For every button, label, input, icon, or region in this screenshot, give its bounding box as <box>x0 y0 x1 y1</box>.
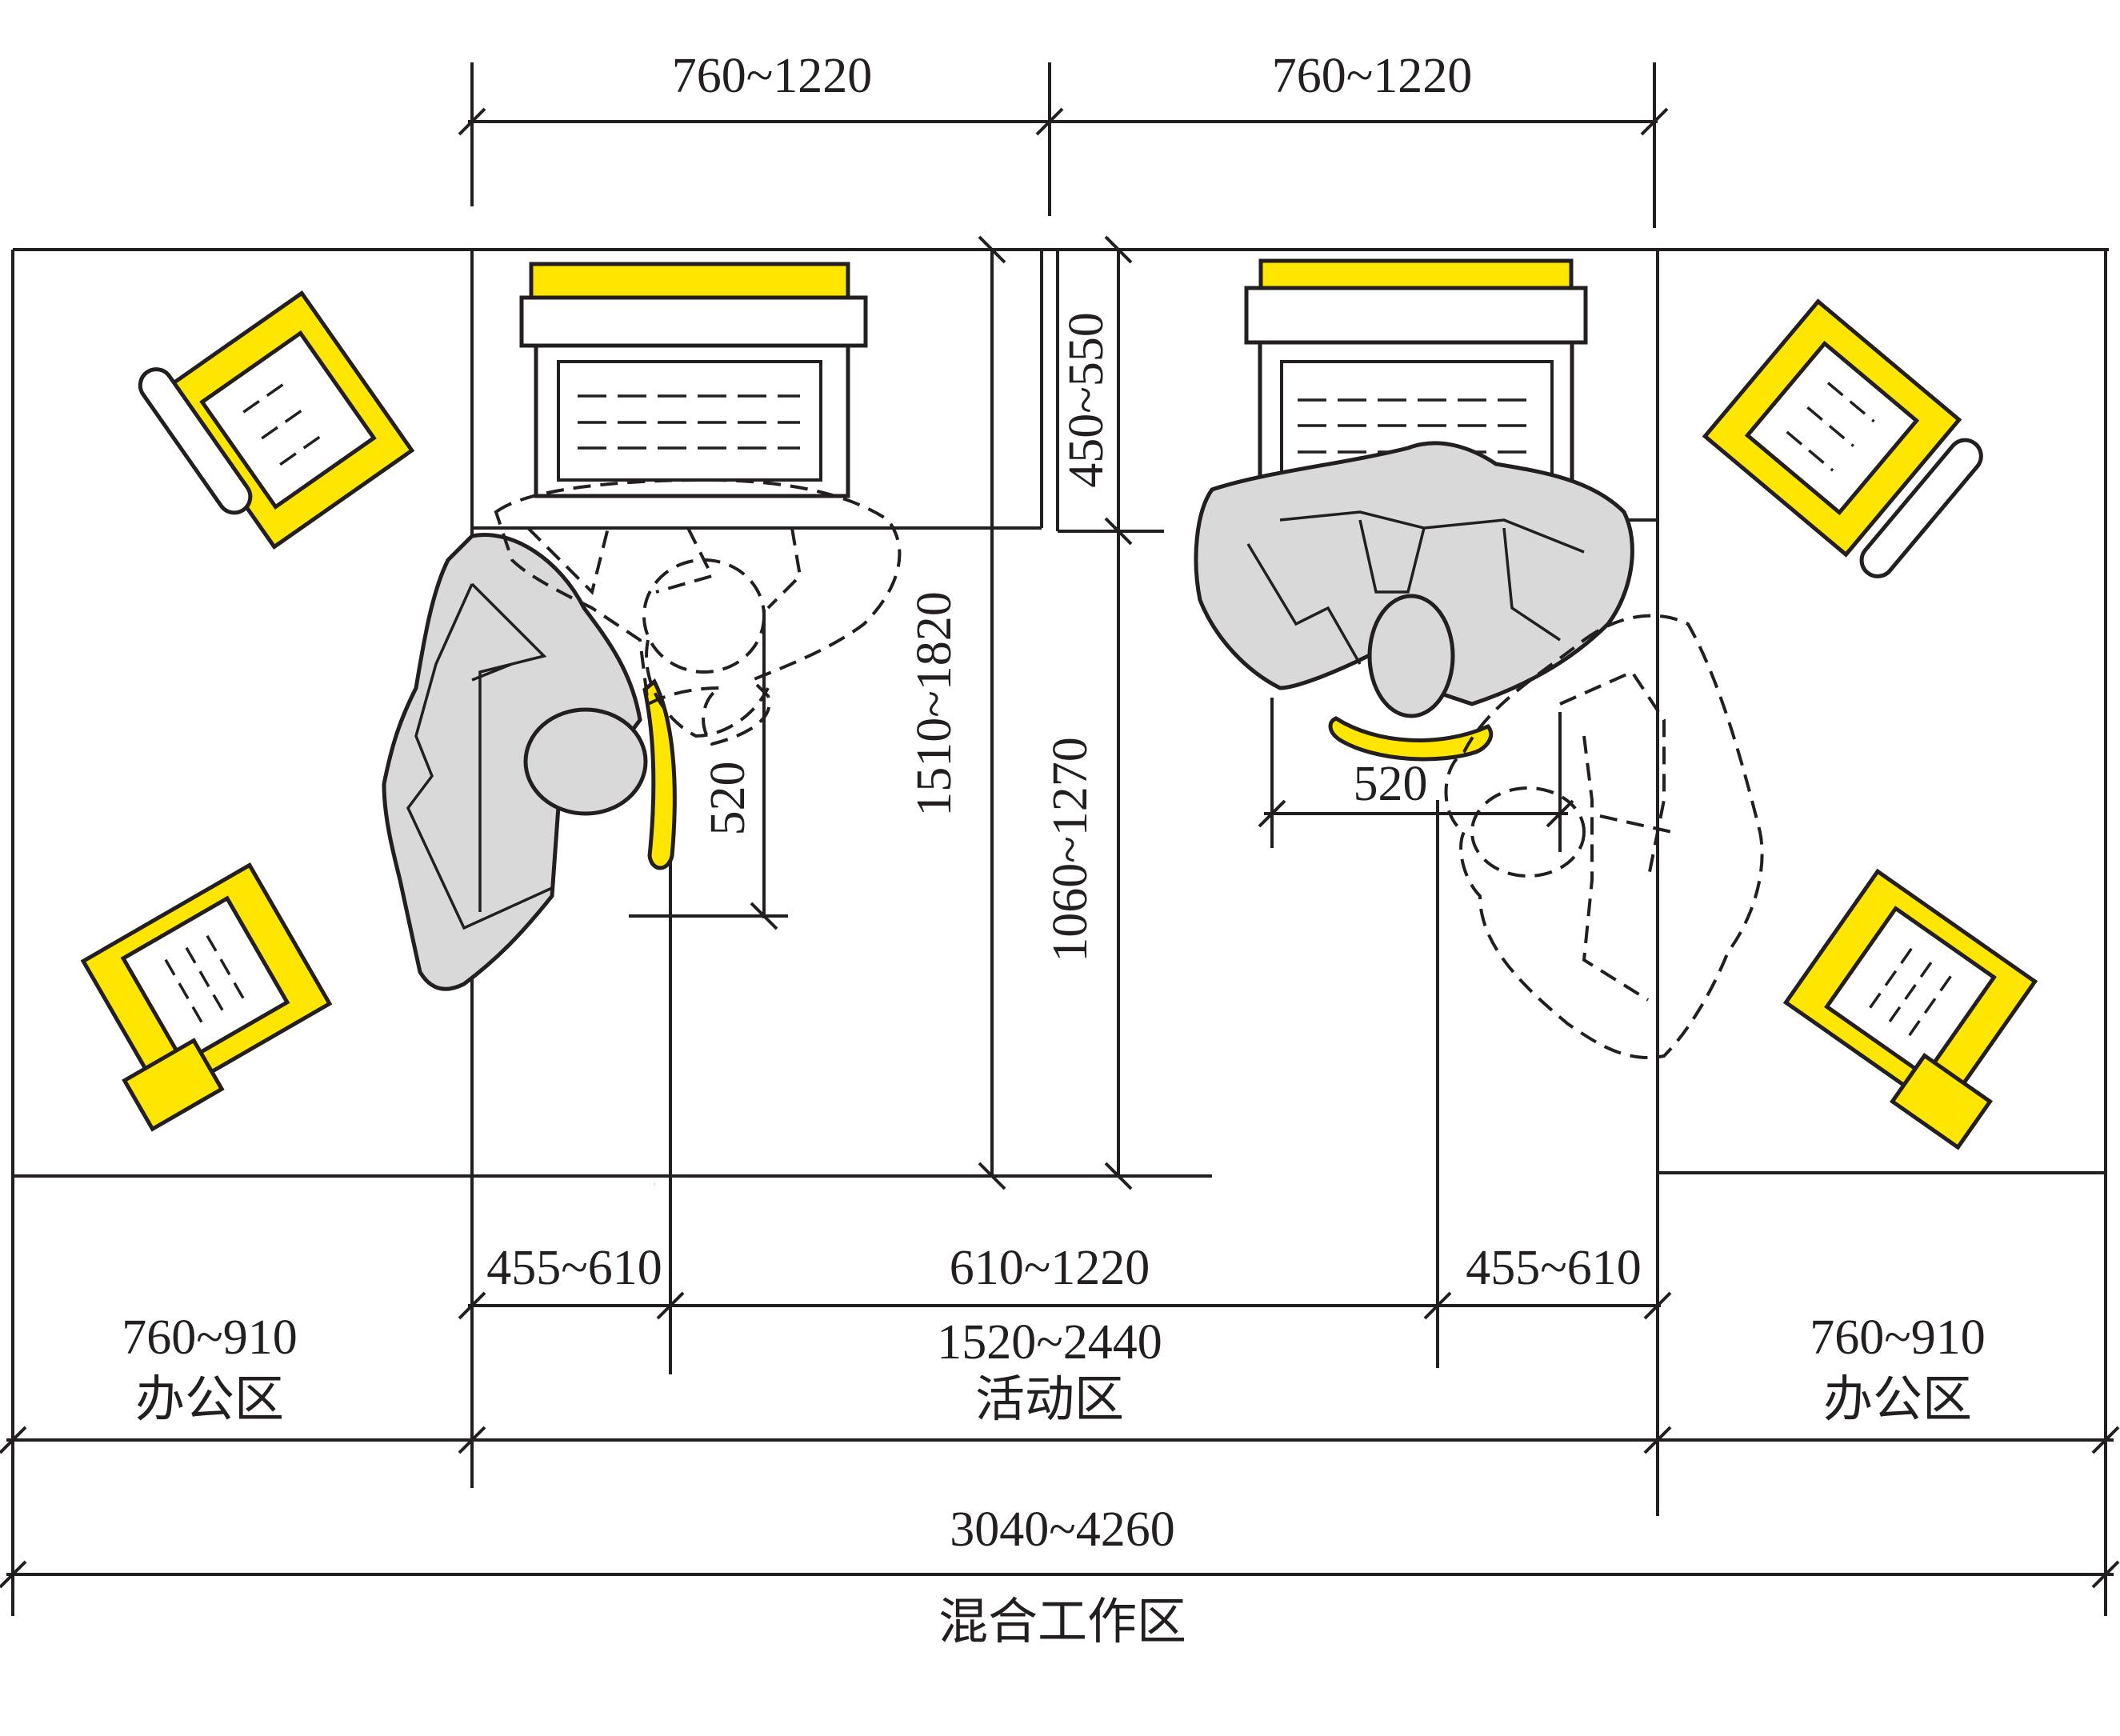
zone-label-office-left: 办公区 <box>135 1370 284 1428</box>
dim-activity: 1520~2440 <box>937 1315 1162 1370</box>
dim-bottom-mid-sub: 610~1220 <box>950 1241 1150 1295</box>
cabinet-left-top <box>138 290 415 550</box>
dim-desk-to-edge: 1060~1270 <box>1043 737 1098 962</box>
cabinet-right-bottom <box>1782 868 2038 1150</box>
zone-label-office-right: 办公区 <box>1823 1370 1972 1428</box>
dim-office-left: 760~910 <box>122 1310 298 1365</box>
dim-chair-depth-left: 520 <box>701 762 755 836</box>
dim-desk-depth: 450~550 <box>1059 312 1114 488</box>
person-left-seated <box>382 533 677 991</box>
dim-bottom-right-sub: 455~610 <box>1466 1241 1642 1295</box>
bottom-sub-dimension-chain: 455~610 610~1220 455~610 <box>458 1241 1672 1320</box>
top-dimension-chain: 760~1220 760~1220 <box>458 49 1669 228</box>
diagram-title: 混合工作区 <box>938 1592 1186 1650</box>
dim-chair-right-group: 520 <box>1258 698 1574 852</box>
vertical-dimensions: 1510~1820 450~550 1060~1270 <box>907 235 1133 1190</box>
dim-chair-depth-right: 520 <box>1354 757 1428 811</box>
total-dimension: 3040~4260 混合工作区 <box>0 1502 2120 1650</box>
cabinet-right-top <box>1702 298 1983 578</box>
person-right-seated <box>1194 441 1634 762</box>
left-desk <box>519 262 868 498</box>
dim-total: 3040~4260 <box>950 1502 1175 1557</box>
dim-top-right: 760~1220 <box>1272 49 1473 103</box>
person-right-standing <box>1444 614 1764 1059</box>
dim-top-left: 760~1220 <box>672 49 873 103</box>
dim-bottom-left-sub: 455~610 <box>486 1241 662 1295</box>
dim-office-right: 760~910 <box>1810 1310 1986 1365</box>
dim-chair-left-group: 520 <box>629 610 788 930</box>
zone-label-activity: 活动区 <box>975 1370 1124 1428</box>
zone-dimension-chain: 760~910 办公区 1520~2440 活动区 760~910 办公区 <box>0 1310 2120 1454</box>
dim-seated-reach: 1510~1820 <box>907 591 962 817</box>
cabinet-left-bottom <box>80 862 333 1132</box>
